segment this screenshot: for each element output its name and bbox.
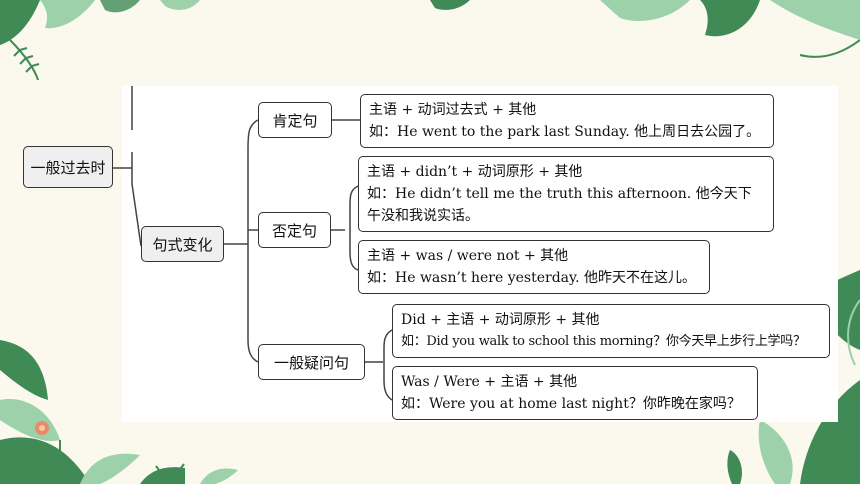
leaf-decoration-top-right [430, 0, 860, 58]
leaf-decoration-top-left [0, 0, 200, 81]
box-negative-didnt-rule: 主语 + didn’t + 动词原形 + 其他 如：He didn’t tell… [358, 156, 774, 232]
leaf-decoration-bottom-left [0, 340, 238, 484]
box-question-did-rule: Did + 主语 + 动词原形 + 其他 如：Did you walk to s… [392, 304, 830, 358]
rule-example: 如：He wasn’t here yesterday. 他昨天不在这儿。 [367, 270, 696, 286]
box-affirmative-rule: 主语 + 动词过去式 + 其他 如：He went to the park la… [360, 94, 774, 148]
node-question: 一般疑问句 [258, 344, 365, 380]
rule-formula: 主语 + was / were not + 其他 [367, 248, 569, 264]
rule-example: 如：He didn’t tell me the truth this after… [367, 186, 752, 224]
root-node: 一般过去时 [23, 146, 113, 188]
rule-example: 如：He went to the park last Sunday. 他上周日去… [369, 124, 761, 140]
box-question-was-were-rule: Was / Were + 主语 + 其他 如：Were you at home … [392, 366, 758, 420]
rule-formula: Did + 主语 + 动词原形 + 其他 [401, 312, 600, 328]
box-negative-was-were-rule: 主语 + was / were not + 其他 如：He wasn’t her… [358, 240, 710, 294]
rule-formula: 主语 + didn’t + 动词原形 + 其他 [367, 164, 583, 180]
node-negative: 否定句 [258, 212, 331, 248]
rule-formula: 主语 + 动词过去式 + 其他 [369, 102, 537, 118]
rule-example: 如：Did you walk to school this morning？你今… [401, 334, 806, 349]
node-affirmative: 肯定句 [258, 102, 332, 138]
rule-formula: Was / Were + 主语 + 其他 [401, 374, 578, 390]
rule-example: 如：Were you at home last night？你昨晚在家吗？ [401, 396, 741, 412]
branch-node-sentence-transformations: 句式变化 [141, 226, 224, 262]
